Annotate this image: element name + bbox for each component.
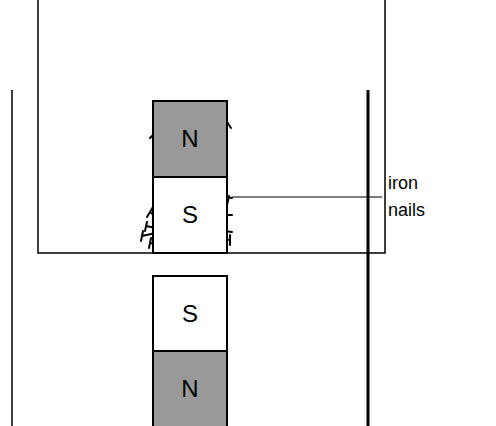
tube-wall bbox=[367, 90, 370, 426]
pole-letter: S bbox=[182, 300, 198, 328]
part-label: iron nails bbox=[388, 170, 448, 224]
magnet-pole: S bbox=[152, 275, 228, 352]
pole-letter: N bbox=[181, 125, 198, 153]
magnet-pole: N bbox=[152, 350, 228, 426]
tube-wall bbox=[11, 90, 13, 426]
leader-line bbox=[232, 196, 382, 197]
magnet-pole: S bbox=[152, 176, 228, 254]
magnet-pole: N bbox=[152, 100, 228, 178]
pole-letter: N bbox=[181, 375, 198, 403]
pole-letter: S bbox=[182, 201, 198, 229]
cup bbox=[38, 0, 385, 253]
